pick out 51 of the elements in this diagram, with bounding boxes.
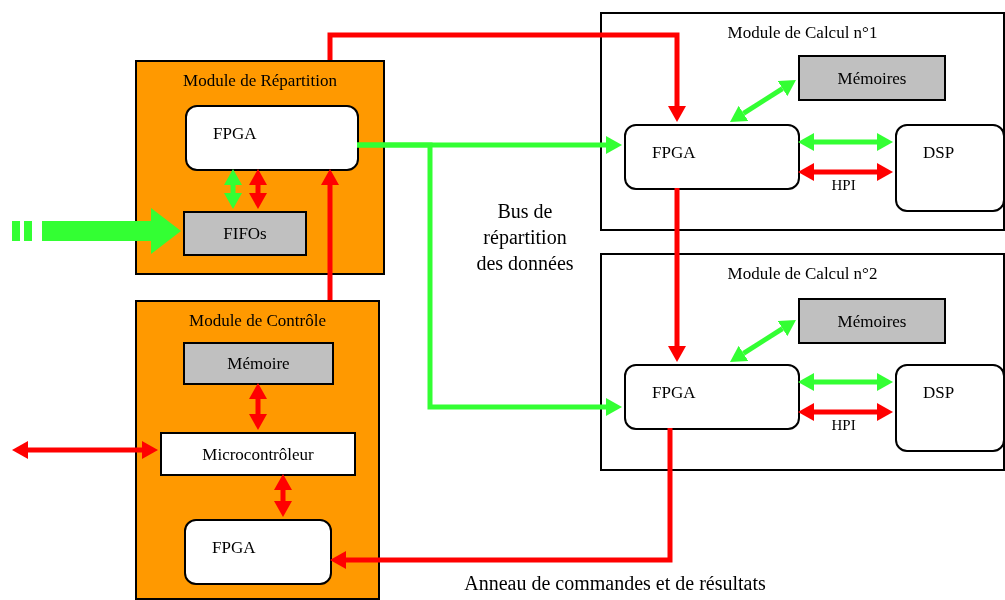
arrow [798,403,893,421]
module-title: Module de Calcul n°1 [726,22,879,43]
module-panel [135,300,380,600]
component-label: Mémoires [837,67,907,89]
arrow [730,80,796,122]
arrow [249,383,267,430]
component-label: DSP [923,382,956,403]
component-label: DSP [923,142,956,163]
component-box [624,364,800,430]
component-box [895,124,1005,212]
arrow [798,133,893,151]
component-box [183,342,334,385]
module-panel [600,253,1005,471]
arrow [730,320,796,362]
annotation-text: Bus de répartition des données [475,199,575,276]
arrow [42,208,181,254]
component-label: FPGA [652,382,697,403]
arrow [798,373,893,391]
edge-label: HPI [829,417,858,433]
arrow [330,428,673,569]
arrow [12,441,158,459]
edge-label: HPI [829,177,858,193]
component-label: FPGA [212,537,257,558]
component-box [624,124,800,190]
component-box [183,211,307,256]
module-title: Module de Contrôle [188,310,327,331]
annotation-text: Anneau de commandes et de résultats [463,571,767,596]
component-box [798,55,946,101]
component-label: Mémoire [227,353,290,374]
component-label: FIFOs [223,223,267,244]
arrow [224,169,242,209]
component-box [185,105,359,171]
component-label: FPGA [652,142,697,163]
module-panel [135,60,385,275]
component-label: FPGA [213,123,258,144]
arrow [274,474,292,517]
module-title: Module de Calcul n°2 [726,263,879,284]
module-title: Module de Répartition [182,70,338,91]
arrow [327,32,686,122]
arrow [249,169,267,209]
arrow [668,188,686,362]
arrow [321,169,339,300]
component-box [184,519,332,585]
component-label: Mémoires [837,310,907,332]
component-box [895,364,1005,452]
component-box [160,432,356,476]
arrow [357,142,622,416]
component-label: Microcontrôleur [202,443,314,465]
module-panel [600,12,1005,231]
arrow [798,163,893,181]
component-box [798,298,946,344]
